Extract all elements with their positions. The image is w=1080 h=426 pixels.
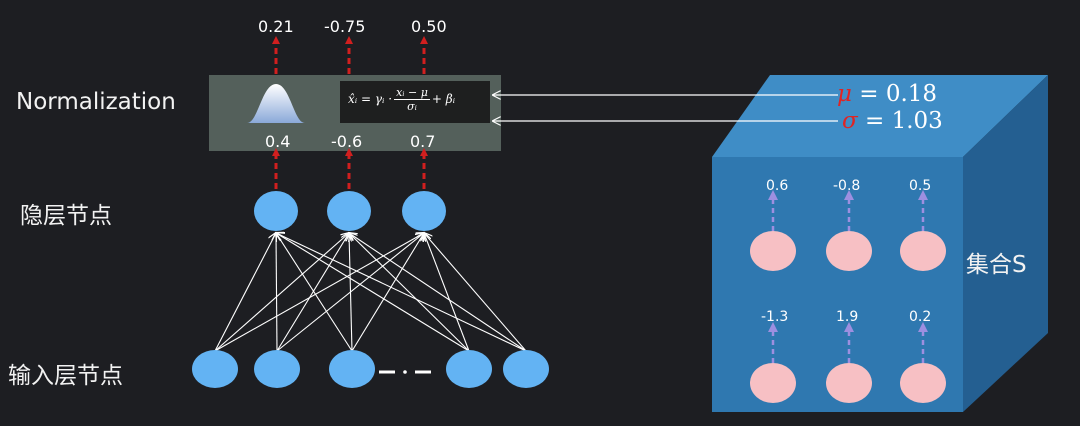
connection-4-1 [276,233,470,352]
connections [214,233,527,352]
set-bottom-value-2: 1.9 [836,309,859,325]
input-node-5 [503,350,549,388]
input-node-3 [329,350,375,388]
connection-5-1 [276,233,527,352]
formula-numerator: xᵢ − μ [394,86,430,100]
hidden-layer-label: 隐层节点 [20,203,112,229]
set-s-label: 集合S [966,252,1027,278]
output-value-2: -0.75 [324,17,366,36]
hidden-node-2 [327,191,371,231]
connection-5-3 [424,233,527,352]
input-node-4 [446,350,492,388]
formula-panel [340,81,490,123]
output-value-3: 0.50 [411,17,447,36]
formula-lhs: x̂ᵢ = γᵢ · [348,92,393,106]
sample-node-2-1 [750,363,796,403]
sample-node-2-2 [826,363,872,403]
input-node-1 [192,350,238,388]
connection-3-3 [351,233,424,352]
connection-4-3 [424,233,470,352]
mu-equals: = 0.18 [859,81,938,107]
arrows [272,36,928,363]
set-top-value-3: 0.5 [909,178,932,194]
sample-node-1-1 [750,231,796,271]
set-top-value-2: -0.8 [833,178,861,194]
sample-node-1-2 [826,231,872,271]
ellipsis-dot [403,370,407,374]
sample-node-2-3 [900,363,946,403]
set-top-value-1: 0.6 [766,178,789,194]
connection-4-2 [349,233,470,352]
output-value-1: 0.21 [258,17,294,36]
connection-3-1 [276,233,353,352]
normalization-label: Normalization [16,89,176,115]
connection-1-3 [214,233,424,352]
hidden-node-3 [402,191,446,231]
pre-norm-value-2: -0.6 [331,132,363,151]
pre-norm-value-3: 0.7 [410,132,436,151]
formula-denominator: σᵢ [407,100,417,113]
sample-node-1-3 [900,231,946,271]
set-bottom-value-1: -1.3 [761,309,789,325]
formula-rhs: + βᵢ [431,92,456,106]
sigma-value: σ = 1.03 [842,108,943,134]
sigma-symbol: σ [842,108,858,134]
connection-1-1 [214,233,276,352]
nodes [192,191,946,403]
connection-1-2 [214,233,349,352]
sigma-equals: = 1.03 [865,108,943,134]
connection-3-2 [349,233,352,352]
set-bottom-value-3: 0.2 [909,309,932,325]
mu-value: μ = 0.18 [837,81,937,107]
mu-symbol: μ [837,81,852,107]
cube-side-face [963,75,1048,412]
connection-2-2 [276,233,349,352]
gaussian-bell-icon [247,84,305,123]
input-node-2 [254,350,300,388]
connection-2-1 [276,233,277,352]
hidden-node-1 [254,191,298,231]
connection-5-2 [349,233,527,352]
pre-norm-value-1: 0.4 [265,132,291,151]
input-layer-label: 输入层节点 [8,363,123,389]
